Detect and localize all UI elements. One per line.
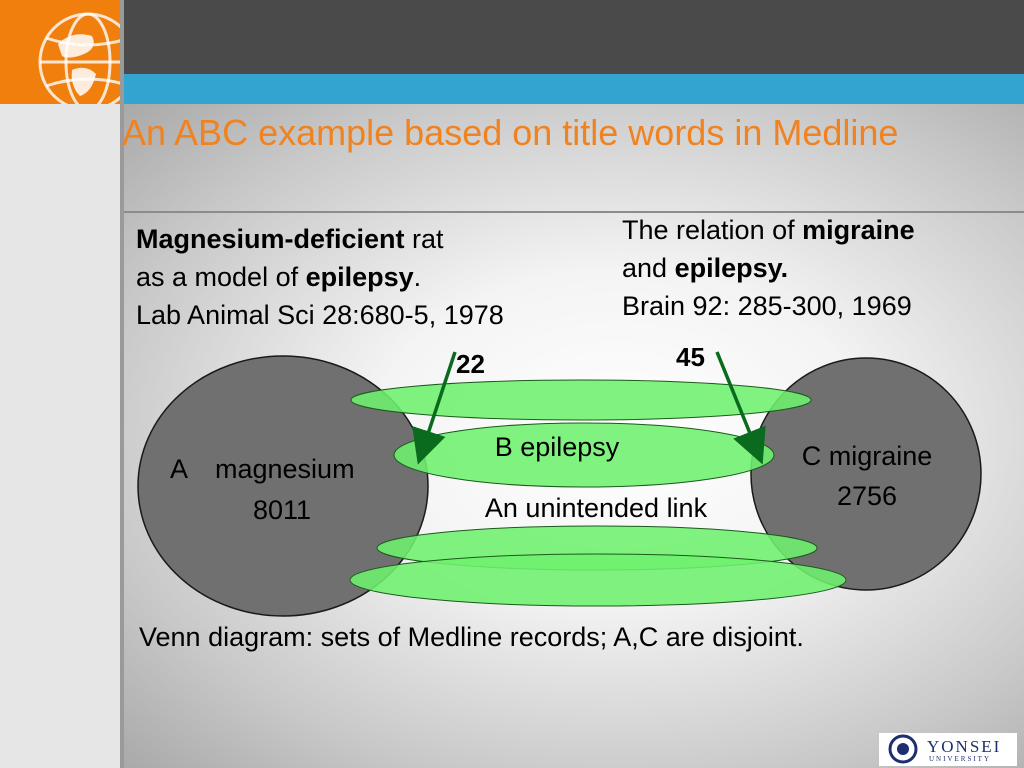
arrow-ab bbox=[412, 351, 457, 465]
reference-right: The relation of migraine and epilepsy. B… bbox=[622, 211, 915, 325]
ref-left-line2-post: . bbox=[413, 262, 422, 292]
ref-left-line2-bold: epilepsy bbox=[305, 262, 414, 292]
yonsei-logo: YONSEI UNIVERSITY bbox=[879, 733, 1017, 766]
set-c-count: 2756 bbox=[837, 481, 897, 511]
link-ellipse-1 bbox=[350, 379, 812, 421]
ref-right-citation: Brain 92: 285-300, 1969 bbox=[622, 291, 912, 321]
ref-left-title-rest: rat bbox=[404, 224, 444, 254]
slide-caption: Venn diagram: sets of Medline records; A… bbox=[139, 622, 804, 652]
ref-left-title-bold: Magnesium-deficient bbox=[136, 224, 405, 254]
count-bc-label: 45 bbox=[676, 342, 705, 372]
arrow-bc bbox=[715, 351, 766, 465]
set-c-label: C migraine bbox=[802, 441, 933, 471]
ref-right-line2-pre: and bbox=[622, 253, 675, 283]
title-divider bbox=[124, 211, 1024, 213]
ref-left-line2-pre: as a model of bbox=[136, 262, 306, 292]
epilepsy-ellipse bbox=[393, 422, 775, 488]
logo-name: YONSEI bbox=[927, 737, 1002, 756]
link-ellipse-3 bbox=[349, 553, 847, 607]
yonsei-emblem-icon bbox=[888, 734, 918, 764]
unintended-link-label: An unintended link bbox=[485, 493, 708, 523]
set-b-label: B epilepsy bbox=[495, 432, 620, 462]
left-divider bbox=[120, 0, 124, 768]
reference-left: Magnesium-deficient rat as a model of ep… bbox=[136, 220, 504, 334]
set-c-circle bbox=[750, 357, 982, 591]
header-bar bbox=[0, 0, 1024, 74]
ref-left-citation: Lab Animal Sci 28:680-5, 1978 bbox=[136, 300, 504, 330]
ref-right-line2-bold: epilepsy. bbox=[674, 253, 789, 283]
set-a-name: magnesium bbox=[215, 454, 355, 484]
header-accent-bar bbox=[124, 74, 1024, 104]
ref-right-line1-pre: The relation of bbox=[622, 215, 803, 245]
count-ab-label: 22 bbox=[456, 349, 485, 379]
set-a-letter: A bbox=[170, 454, 188, 484]
ref-right-line1-bold: migraine bbox=[802, 215, 915, 245]
set-a-circle bbox=[137, 355, 429, 617]
logo-subtitle: UNIVERSITY bbox=[929, 755, 991, 763]
set-a-count: 8011 bbox=[253, 495, 311, 525]
slide-title: An ABC example based on title words in M… bbox=[122, 112, 899, 153]
left-sidebar-strip bbox=[0, 104, 120, 768]
